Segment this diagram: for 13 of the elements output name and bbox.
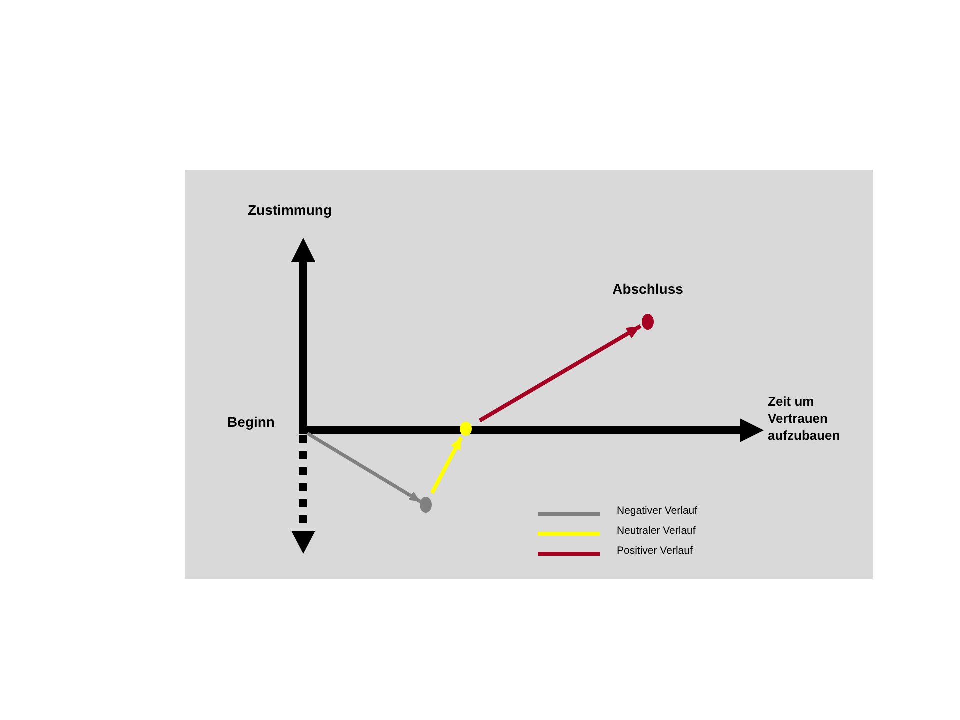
origin-label: Beginn: [228, 414, 275, 431]
arrow: [430, 436, 464, 494]
legend-label: Positiver Verlauf: [617, 544, 693, 558]
arrow: [306, 432, 422, 504]
dot-icon: [460, 422, 472, 436]
axis-label: Zustimmung: [248, 202, 332, 219]
axis-label: Zeit um Vertrauen aufzubauen: [768, 392, 842, 444]
dot-icon: [420, 497, 432, 513]
arrow: [478, 324, 642, 422]
dot-icon: [642, 314, 654, 330]
point-label: Abschluss: [612, 281, 684, 298]
legend-label: Neutraler Verlauf: [617, 524, 696, 538]
legend-label: Negativer Verlauf: [617, 504, 698, 518]
